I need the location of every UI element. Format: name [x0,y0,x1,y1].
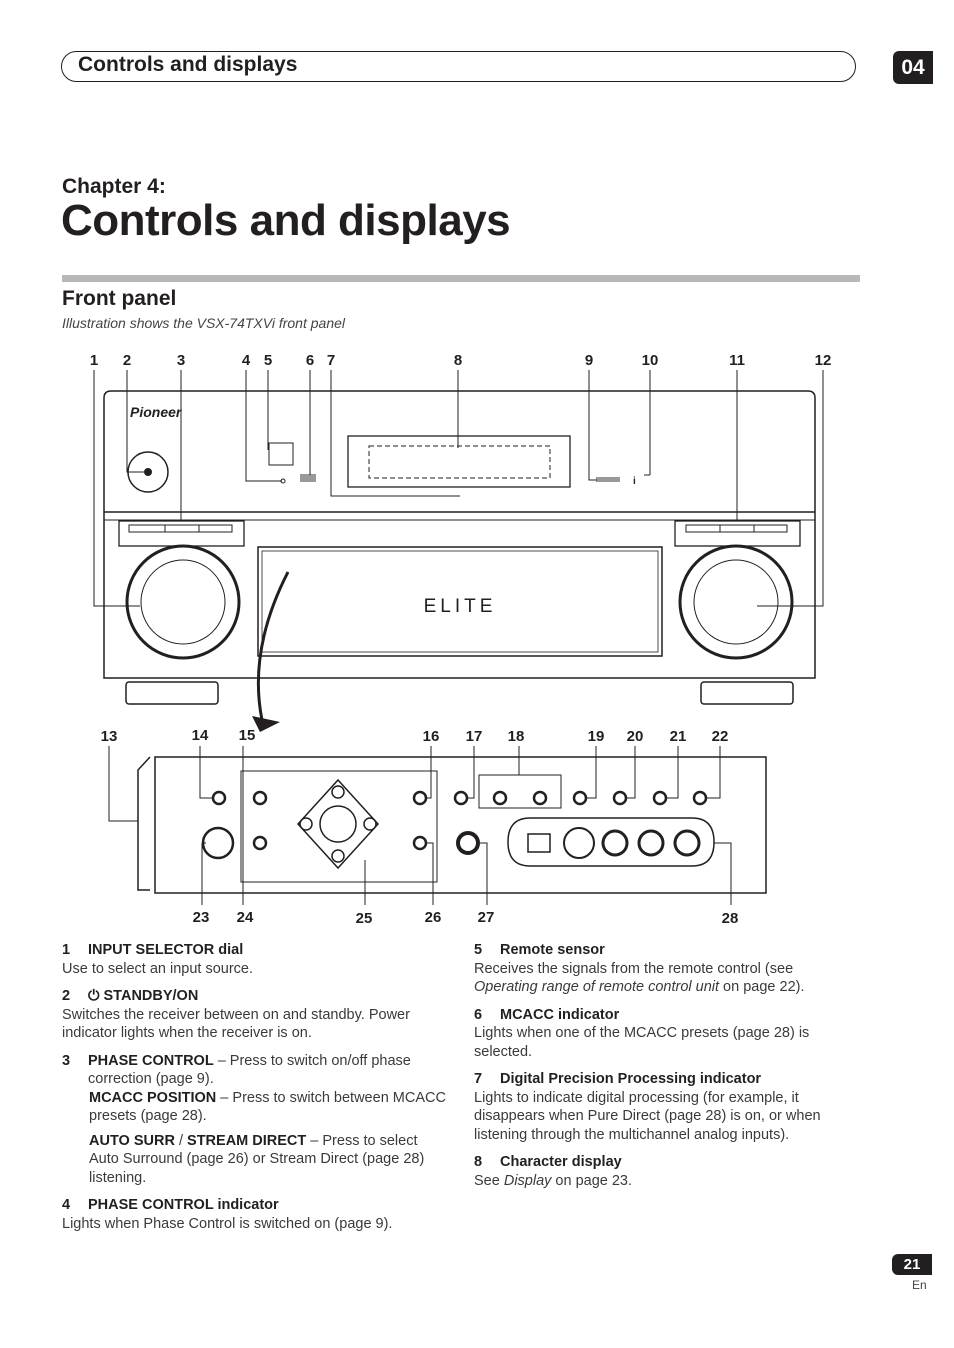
item-body: Lights to indicate digital processing (f… [474,1089,821,1143]
item-title: INPUT SELECTOR dial [88,942,244,958]
item-number: 5 [474,942,483,958]
item-number: 8 [474,1154,483,1170]
remote-sensor [268,442,294,466]
callout-1: 1 [90,352,98,369]
item-title: MCACC indicator [500,1006,620,1023]
item-phase-control-indicator: 4 PHASE CONTROL indicator Lights when Pha… [62,1196,447,1233]
power-icon: ⏻ [88,988,100,1004]
item-title: Digital Precision Processing indicator [500,1071,762,1087]
item-number: 3 [62,1052,71,1069]
item-number: 1 [62,942,71,958]
item-title: Character display [500,1154,622,1170]
item-body: Lights when Phase Control is switched on… [62,1215,393,1232]
callout-25: 25 [356,910,373,927]
callout-labels-top: 1 2 3 4 5 6 7 8 9 10 11 12 [90,352,832,369]
leader-lines-lower [108,746,732,905]
callout-3: 3 [177,352,185,369]
callout-19: 19 [588,728,605,745]
item-number: 7 [474,1071,483,1087]
input-selector-dial [125,544,241,660]
item-sub-mcacc-position: MCACC POSITION – Press to switch between… [89,1089,446,1125]
mcacc-indicator [300,474,316,482]
front-panel-detail [137,756,767,894]
item-input-selector: 1 INPUT SELECTOR dial Use to select an in… [62,941,447,978]
item-phase-control: 3 PHASE CONTROL – Press to switch on/off … [62,1052,447,1188]
callout-9: 9 [585,352,593,369]
master-volume-dial [678,544,794,660]
header-bar [61,51,856,82]
item-body: Use to select an input source. [62,960,254,977]
callout-7: 7 [327,352,335,369]
elite-logo: ELITE [424,596,497,617]
figure-caption: Illustration shows the VSX-74TXVi front … [62,315,346,331]
callout-12: 12 [815,352,832,369]
item-remote-sensor: 5 Remote sensor Receives the signals from… [474,941,859,997]
item-title: PHASE CONTROL [88,1052,214,1069]
item-title: Remote sensor [500,942,605,958]
svg-text:i: i [633,476,636,487]
callout-21: 21 [670,728,687,745]
description-column-left: 1 INPUT SELECTOR dial Use to select an in… [62,941,447,1242]
character-display [347,435,571,488]
front-door [257,546,663,657]
description-column-right: 5 Remote sensor Receives the signals from… [474,941,859,1199]
pioneer-logo: Pioneer [130,404,183,420]
chapter-label: Chapter 4: [62,175,166,198]
item-body: Switches the receiver between on and sta… [62,1006,410,1042]
callout-16: 16 [423,728,440,745]
callout-17: 17 [466,728,483,745]
callout-28: 28 [722,910,739,927]
running-header-title: Controls and displays [78,53,298,76]
callout-11: 11 [729,352,745,369]
item-number: 6 [474,1006,483,1023]
callout-24: 24 [237,909,254,926]
callout-23: 23 [193,909,210,926]
section-divider [62,275,860,282]
item-body: See Display on page 23. [474,1172,633,1189]
item-mcacc-indicator: 6 MCACC indicator Lights when one of the … [474,1006,859,1062]
callout-22: 22 [712,728,729,745]
callout-10: 10 [642,352,659,369]
item-body: – Press to switch on/off phase correctio… [88,1052,411,1088]
section-title: Front panel [62,287,177,310]
callout-2: 2 [123,352,131,369]
item-body: Lights when one of the MCACC presets (pa… [474,1025,810,1060]
callout-13: 13 [101,728,118,745]
item-title: PHASE CONTROL indicator [88,1197,279,1213]
item-sub-auto-surr: AUTO SURR / STREAM DIRECT – Press to sel… [89,1132,425,1186]
front-panel-diagram: 1 2 3 4 5 6 7 8 9 10 11 12 Pioneer i [90,352,832,927]
page-number: 21 [892,1254,932,1275]
item-body: Receives the signals from the remote con… [474,960,805,996]
callout-5: 5 [264,352,272,369]
chapter-number-badge: 04 [893,51,933,84]
callout-14: 14 [192,727,209,744]
callout-26: 26 [425,909,442,926]
callout-4: 4 [242,352,251,369]
item-standby: 2 ⏻ STANDBY/ON Switches the receiver betw… [62,987,447,1043]
item-title: STANDBY/ON [103,988,199,1004]
page-language: En [912,1278,927,1292]
callout-20: 20 [627,728,644,745]
item-character-display: 8 Character display See Display on page 2… [474,1153,859,1190]
callout-15: 15 [239,727,256,744]
callout-6: 6 [306,352,314,369]
receiver-body [103,390,816,705]
item-number: 2 [62,988,71,1004]
callout-8: 8 [454,352,462,369]
callout-18: 18 [508,728,525,745]
chapter-title: Controls and displays [61,196,511,245]
item-number: 4 [62,1197,71,1213]
callout-27: 27 [478,909,495,926]
